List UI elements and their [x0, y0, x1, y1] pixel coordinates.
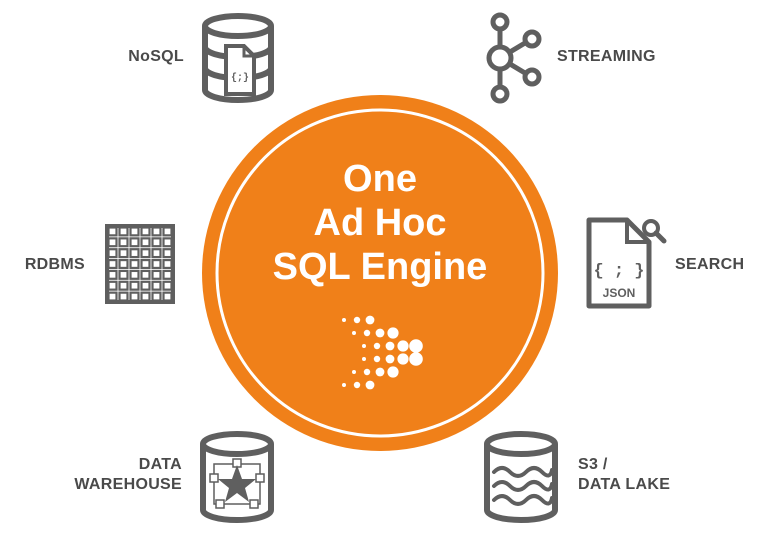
logo-dot [409, 339, 423, 353]
table-grid-icon [105, 224, 175, 304]
logo-dot [397, 340, 409, 352]
search-label: SEARCH [675, 256, 745, 273]
data-lake-label-line-1: S3 / [578, 456, 608, 473]
svg-text:{;}: {;} [231, 72, 249, 84]
database-document-icon: {;} [202, 13, 274, 103]
logo-dot [352, 331, 356, 335]
streaming-label: STREAMING [557, 48, 656, 65]
data-lake-label: S3 / DATA LAKE [578, 455, 670, 495]
engine-title-line-2: Ad Hoc [313, 202, 447, 244]
logo-dot [363, 329, 371, 337]
logo-dot [375, 367, 385, 377]
kafka-graph-icon [486, 12, 542, 104]
logo-dot [363, 368, 371, 376]
engine-title-line-3: SQL Engine [272, 246, 488, 288]
logo-dot [375, 328, 385, 338]
logo-dot [387, 327, 399, 339]
logo-dot [385, 354, 395, 364]
data-warehouse-label: DATA WAREHOUSE [40, 455, 182, 495]
svg-text:JSON: JSON [603, 286, 636, 300]
logo-dot [373, 355, 381, 363]
logo-dot [342, 383, 346, 387]
logo-dot [362, 344, 366, 348]
rdbms-label: RDBMS [24, 256, 85, 273]
logo-dot [365, 315, 375, 325]
json-search-icon: { ; } JSON [586, 217, 667, 309]
logo-dot [353, 381, 361, 389]
logo-dot [397, 353, 409, 365]
logo-dot [365, 380, 375, 390]
data-lake-label-line-2: DATA LAKE [578, 476, 671, 493]
logo-dot [353, 316, 361, 324]
data-warehouse-label-line-2: WAREHOUSE [74, 476, 182, 493]
logo-dot [362, 357, 366, 361]
database-waves-icon [484, 431, 558, 523]
data-warehouse-label-line-1: DATA [138, 456, 182, 473]
logo-dot [385, 341, 395, 351]
engine-title-line-1: One [343, 158, 417, 200]
dotted-arrow-logo [342, 315, 423, 390]
svg-text:{ ; }: { ; } [593, 262, 644, 281]
nosql-label: NoSQL [128, 48, 184, 65]
logo-dot [342, 318, 346, 322]
logo-dot [352, 370, 356, 374]
database-star-icon [200, 431, 274, 523]
logo-dot [409, 352, 423, 366]
logo-dot [373, 342, 381, 350]
logo-dot [387, 366, 399, 378]
